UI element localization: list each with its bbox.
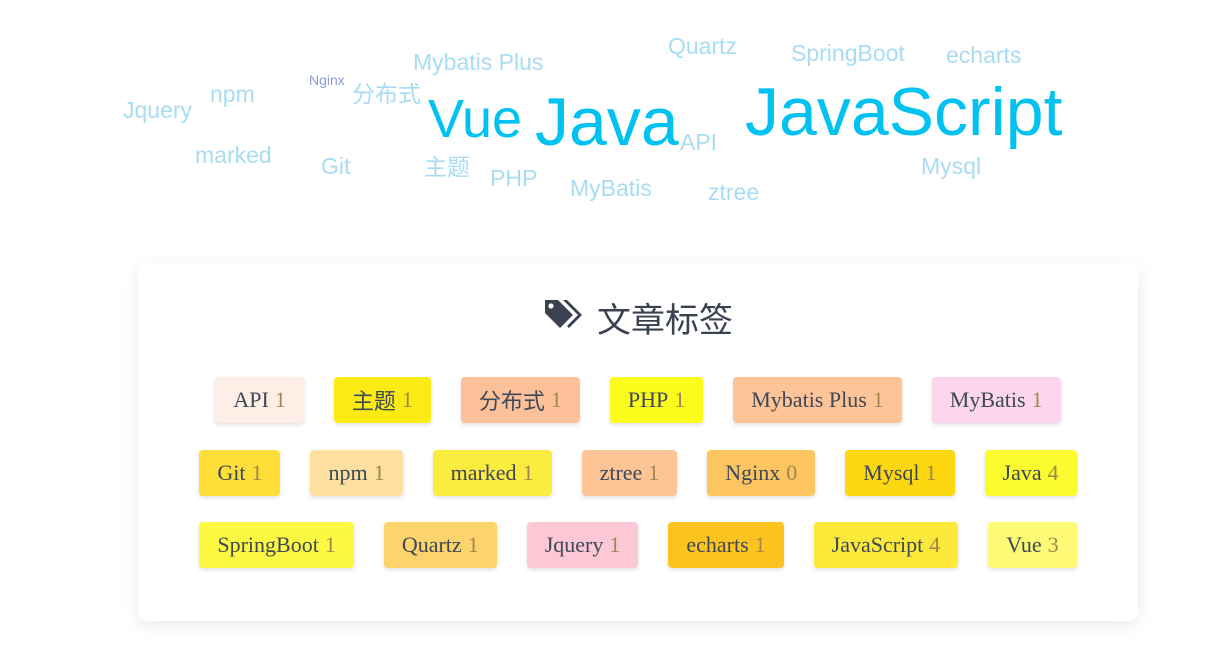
- cloud-word[interactable]: Mybatis Plus: [413, 49, 544, 75]
- cloud-word[interactable]: marked: [195, 142, 272, 168]
- tag-count: 1: [522, 460, 534, 485]
- tag-name: Mybatis Plus: [751, 387, 867, 412]
- tag-count: 1: [401, 387, 413, 412]
- tag-name: JavaScript: [831, 532, 924, 557]
- cloud-word[interactable]: Java: [535, 84, 679, 160]
- cloud-word[interactable]: 分布式: [352, 81, 421, 107]
- tag-count: 1: [754, 532, 766, 557]
- tag-name: marked: [450, 460, 517, 485]
- tag-name: MyBatis: [949, 387, 1026, 412]
- tags-icon: [543, 298, 583, 343]
- cloud-word[interactable]: JavaScript: [745, 74, 1063, 150]
- tag-count: 1: [324, 532, 336, 557]
- tag-name: Mysql: [863, 460, 920, 485]
- tag-count: 1: [550, 387, 562, 412]
- tag-name: npm: [328, 460, 368, 485]
- tag-name: API: [233, 387, 269, 412]
- tag-name: PHP: [627, 387, 669, 412]
- cloud-word[interactable]: Nginx: [309, 72, 345, 88]
- cloud-word[interactable]: PHP: [490, 165, 538, 191]
- cloud-word[interactable]: echarts: [946, 42, 1022, 68]
- tag-name: Quartz: [401, 532, 462, 557]
- cloud-word[interactable]: npm: [210, 81, 255, 107]
- tag-count: 3: [1047, 532, 1059, 557]
- tag-count: 4: [1047, 460, 1059, 485]
- tag-name: Vue: [1006, 532, 1042, 557]
- tag-name: Jquery: [544, 532, 604, 557]
- tag-name: echarts: [686, 532, 749, 557]
- tag-name: SpringBoot: [217, 532, 319, 557]
- tag-count: 1: [1031, 387, 1043, 412]
- tag-count: 1: [274, 387, 286, 412]
- cloud-word[interactable]: MyBatis: [570, 175, 652, 201]
- cloud-word[interactable]: Git: [321, 153, 351, 179]
- cloud-word[interactable]: Mysql: [921, 153, 982, 179]
- tag-count: 1: [609, 532, 621, 557]
- tag-name: Git: [217, 460, 246, 485]
- tag-name: ztree: [599, 460, 643, 485]
- panel-title-text: 文章标签: [597, 301, 733, 341]
- tag-count: 1: [648, 460, 660, 485]
- tag-count: 1: [251, 460, 263, 485]
- tag-count: 0: [786, 460, 798, 485]
- tag-name: 主题: [351, 389, 396, 414]
- tag-count: 1: [373, 460, 385, 485]
- panel-title: 文章标签: [138, 299, 1138, 343]
- cloud-word[interactable]: Jquery: [123, 97, 193, 123]
- tag-name: Java: [1002, 460, 1042, 485]
- cloud-word[interactable]: SpringBoot: [791, 40, 905, 66]
- cloud-word[interactable]: 主题: [424, 154, 470, 180]
- cloud-word[interactable]: Vue: [428, 89, 523, 149]
- tag-count: 1: [872, 387, 884, 412]
- tag-count: 1: [925, 460, 937, 485]
- cloud-word[interactable]: Quartz: [668, 33, 738, 59]
- tag-name: Nginx: [725, 460, 781, 485]
- tag-count: 4: [929, 532, 941, 557]
- tag-count: 1: [674, 387, 686, 412]
- tag-name: 分布式: [478, 389, 545, 414]
- cloud-word[interactable]: ztree: [708, 179, 760, 205]
- tag-count: 1: [467, 532, 479, 557]
- cloud-word[interactable]: API: [680, 129, 718, 155]
